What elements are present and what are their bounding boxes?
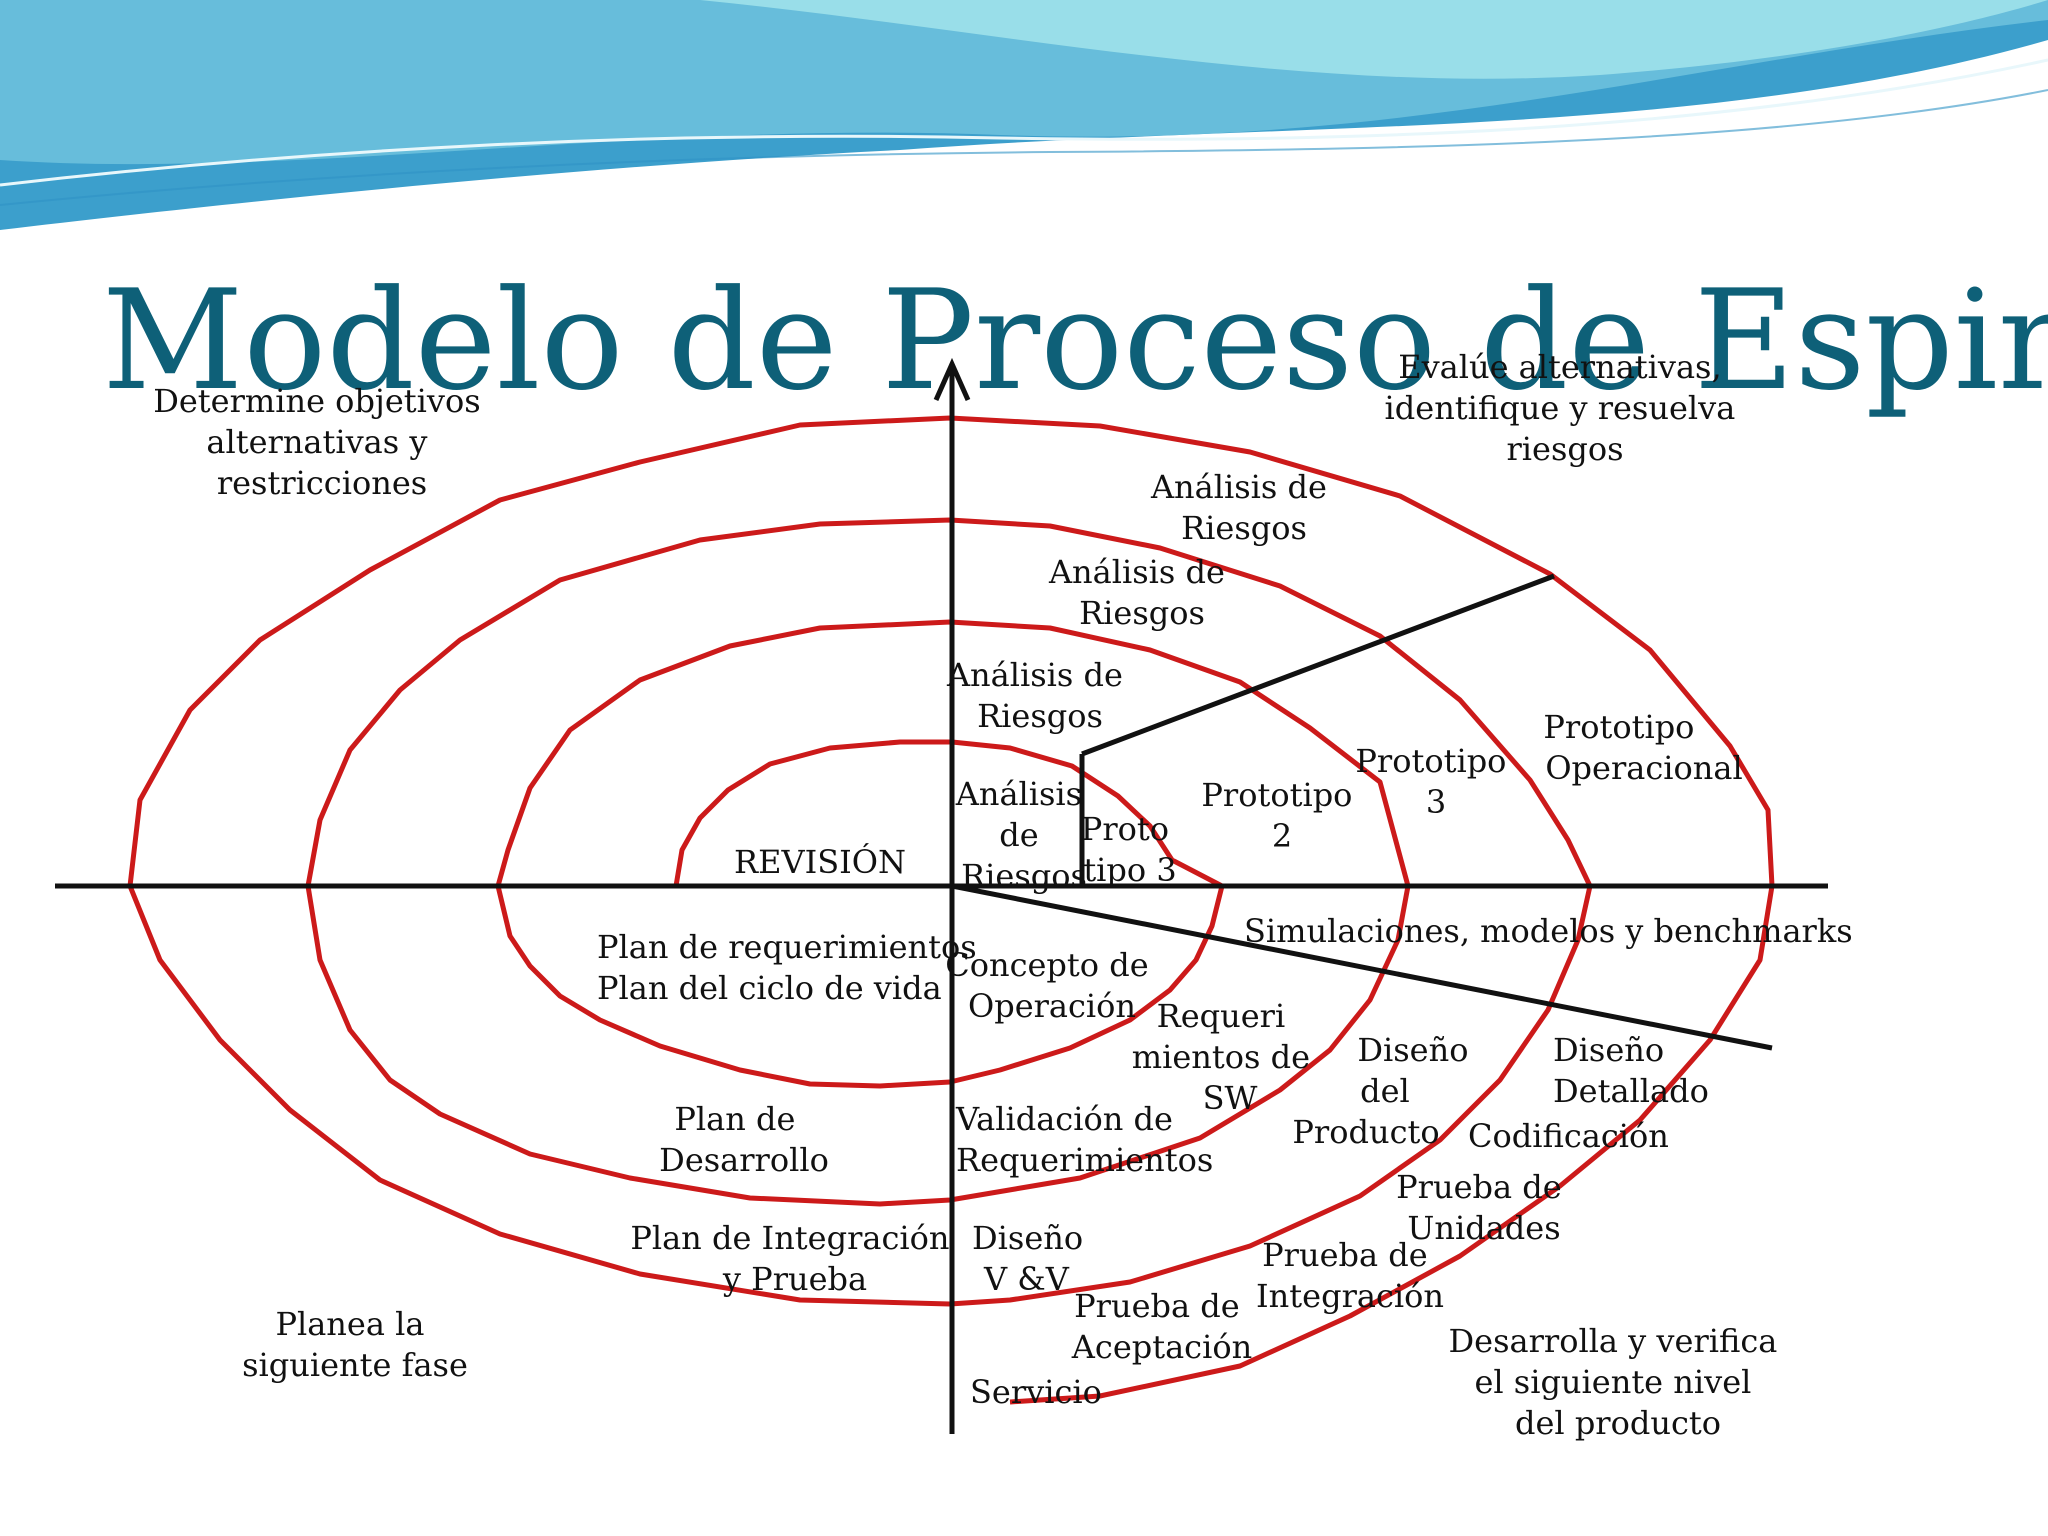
prototype-2: Prototipo 2 — [1201, 776, 1362, 855]
plan-development: Plan de Desarrollo — [659, 1100, 829, 1179]
axes — [55, 368, 1828, 1434]
development-divider-line — [951, 883, 1773, 1051]
risk-divider-line — [1081, 573, 1555, 757]
integration-test: Prueba de Integración — [1256, 1236, 1444, 1315]
product-design: Diseño del Producto — [1292, 1031, 1478, 1151]
acceptance-test: Prueba de Aceptación — [1071, 1287, 1252, 1366]
vv-design: Diseño V &V — [972, 1219, 1093, 1298]
prototype-3: Prototipo 3 — [1355, 742, 1516, 821]
quadrant-determine-objectives: Determine objetivos alternativas y restr… — [153, 382, 491, 502]
simulations-label: Simulaciones, modelos y benchmarks — [1244, 912, 1853, 950]
prototype-operational: Prototipo Operacional — [1543, 708, 1742, 787]
wave-header — [0, 0, 2048, 230]
plan-integration: Plan de Integración y Prueba — [630, 1219, 959, 1298]
arrow-up-icon — [933, 357, 971, 402]
sw-requirements: Requeri mientos de SW — [1132, 997, 1320, 1117]
coding-label: Codificación — [1468, 1117, 1669, 1155]
risk-analysis-outer: Análisis de Riesgos — [1150, 468, 1337, 547]
plan-requirements: Plan de requerimientos Plan del ciclo de… — [597, 928, 987, 1007]
detailed-design: Diseño Detallado — [1553, 1031, 1709, 1110]
concept-of-operation: Concepto de Operación — [945, 946, 1159, 1025]
quadrant-evaluate-alternatives: Evalúe alternativas, identifique y resue… — [1385, 348, 1746, 468]
prototype-inner: Proto tipo 3 — [1081, 810, 1179, 889]
requirements-validation: Validación de Requerimientos — [955, 1100, 1213, 1179]
risk-analysis-second: Análisis de Riesgos — [946, 656, 1133, 735]
risk-analysis-third: Análisis de Riesgos — [1048, 553, 1235, 632]
unit-test: Prueba de Unidades — [1396, 1168, 1572, 1247]
quadrant-develop-verify: Desarrolla y verifica el siguiente nivel… — [1449, 1322, 1788, 1442]
review-label: REVISIÓN — [734, 843, 906, 881]
risk-analysis-inner: Análisis de Riesgos — [955, 775, 1093, 895]
service-label: Servicio — [970, 1373, 1102, 1411]
page-title: Modelo de Proceso de Espiral — [102, 260, 2048, 421]
quadrant-plan-next-phase: Planea la siguiente fase — [242, 1305, 468, 1384]
